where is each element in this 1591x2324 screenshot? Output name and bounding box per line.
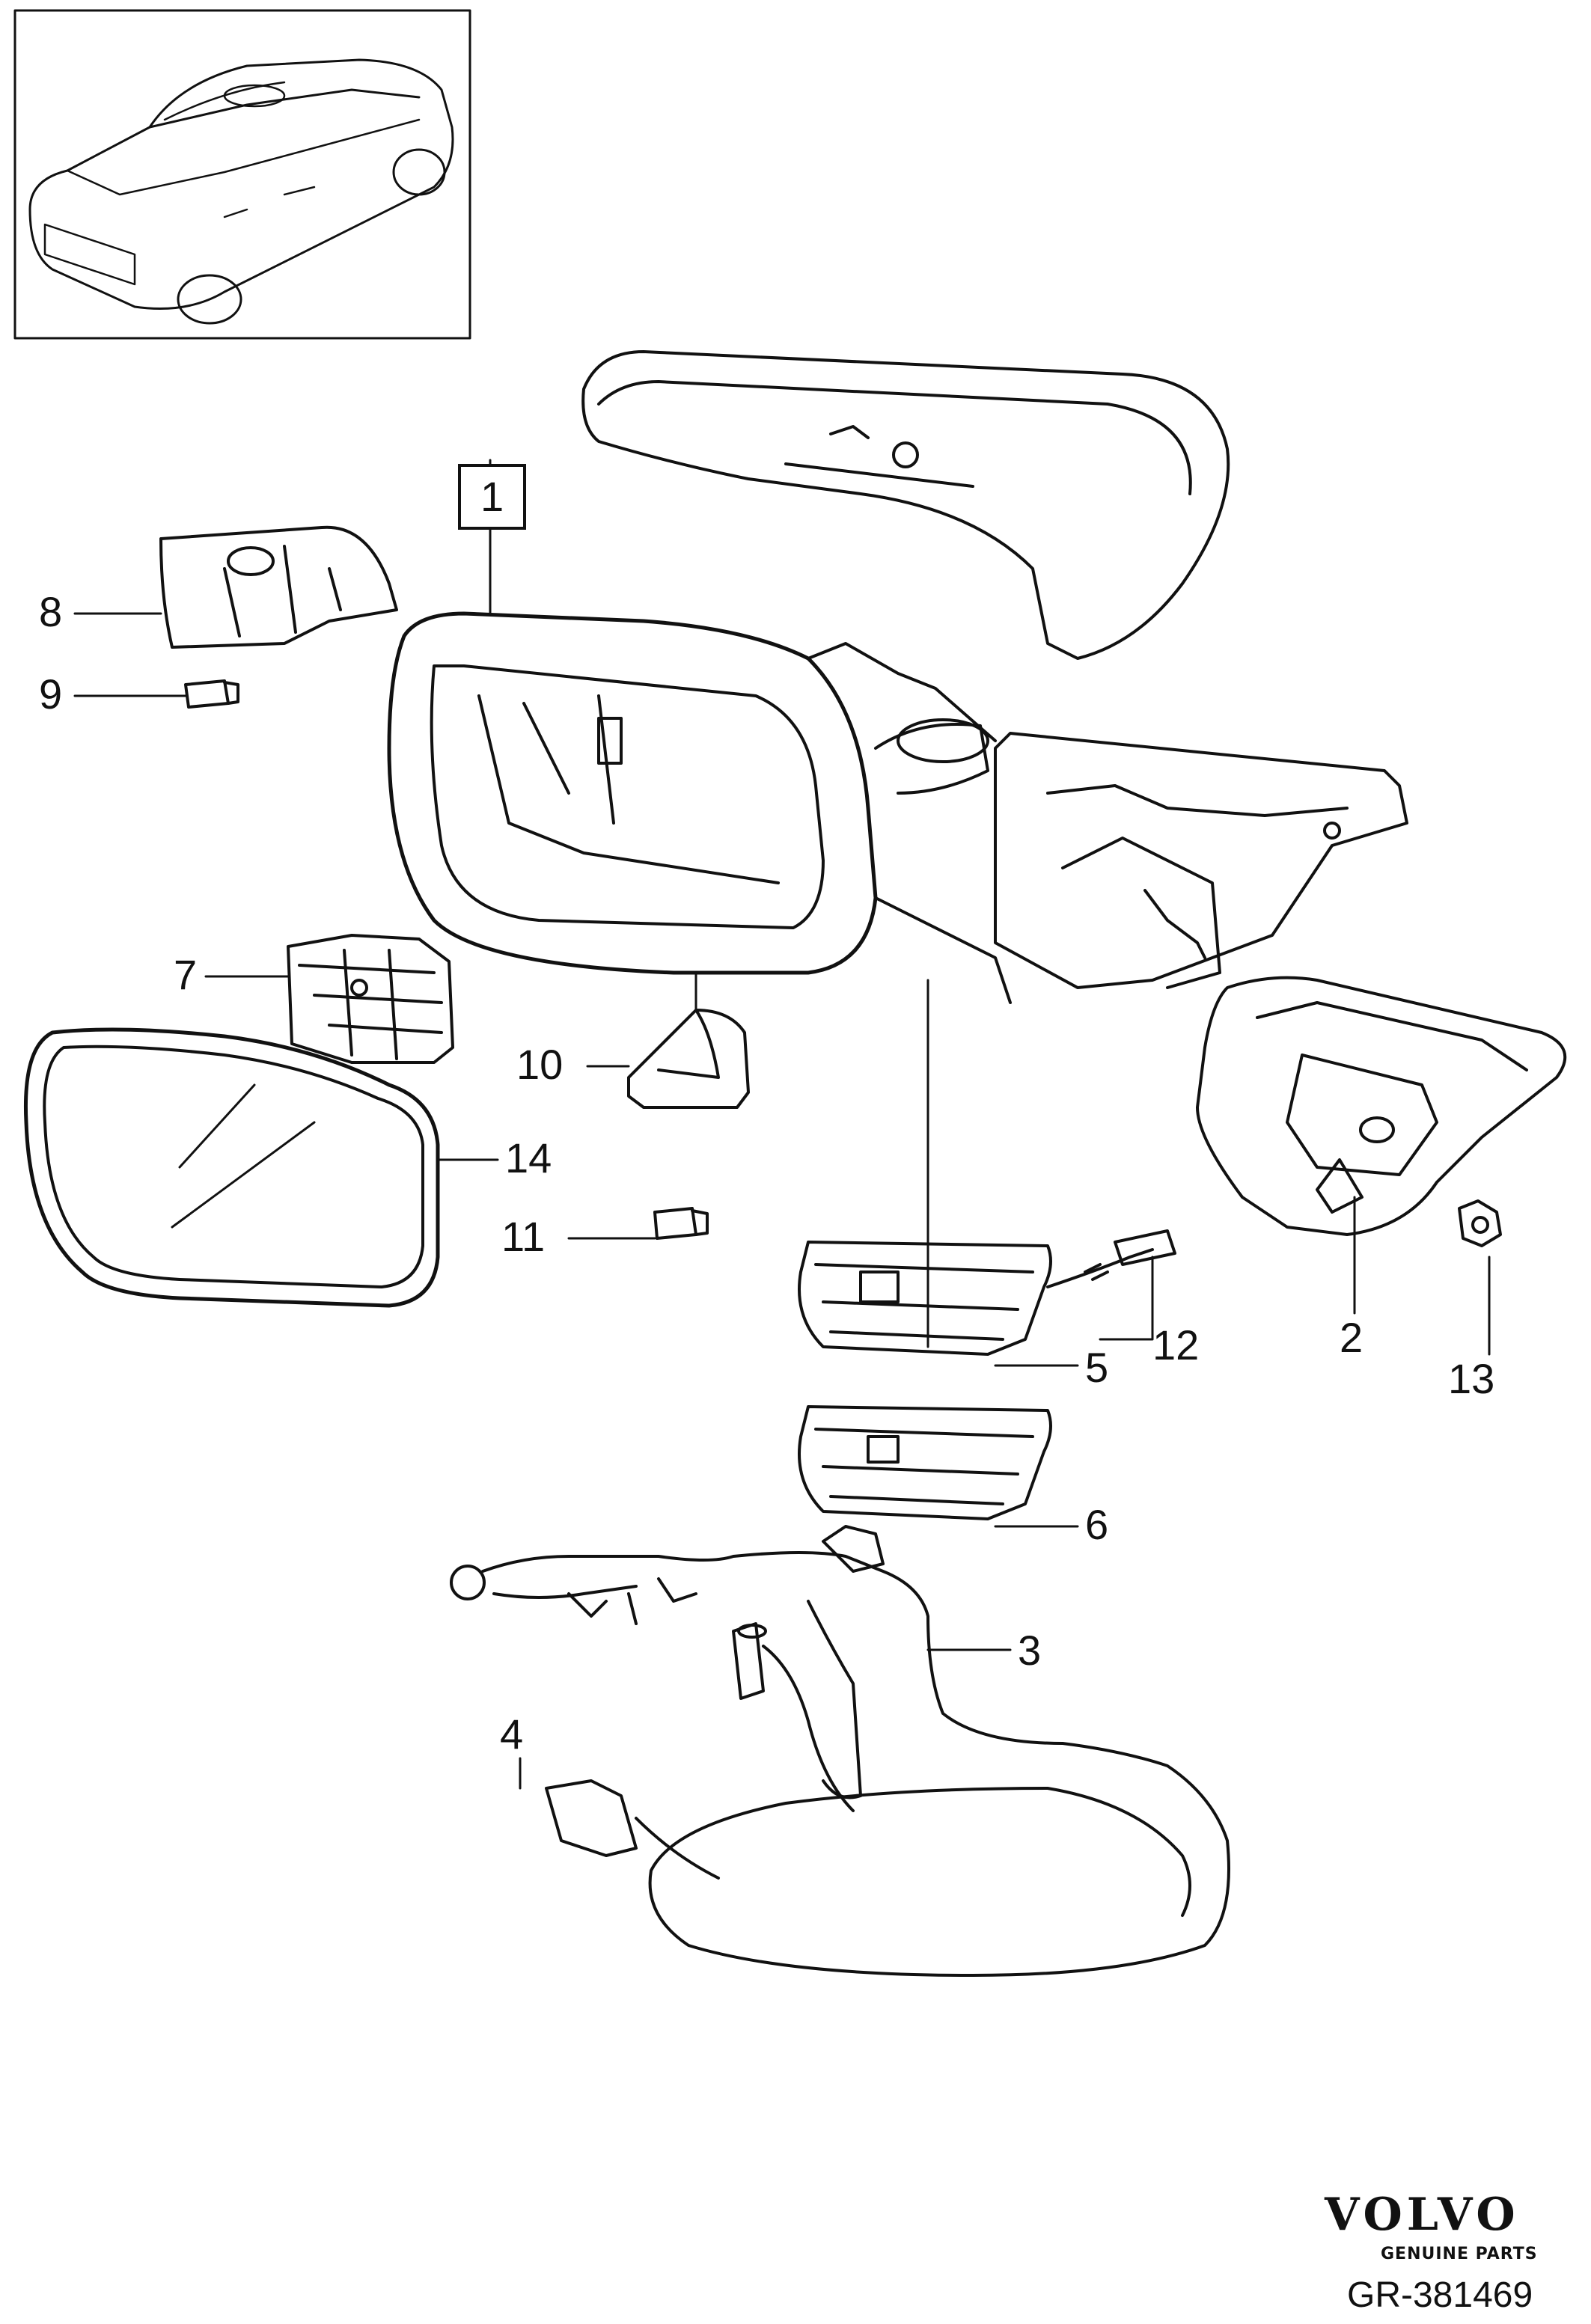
- vehicle-locator-inset: [13, 9, 471, 340]
- adjustment-motor: [287, 934, 454, 1064]
- drawing-number: GR-381469: [1347, 2275, 1533, 2315]
- inner-cover: [1196, 976, 1567, 1236]
- callout-11: 11: [501, 1213, 546, 1260]
- callout-2: 2: [1340, 1314, 1364, 1361]
- bulb-large: [653, 1207, 709, 1240]
- callout-3: 3: [1018, 1627, 1042, 1674]
- control-module: [798, 1229, 1176, 1356]
- mirror-glass: [23, 1027, 440, 1308]
- leader-lines: [73, 459, 1491, 1790]
- mirror-base-bracket: [994, 732, 1408, 989]
- callout-9: 9: [39, 670, 63, 718]
- bulb-small: [184, 679, 239, 709]
- callout-10: 10: [516, 1041, 564, 1088]
- callout-7: 7: [174, 951, 198, 998]
- callout-4: 4: [500, 1710, 524, 1758]
- module-carrier: [798, 1405, 1052, 1520]
- callout-14: 14: [505, 1134, 552, 1181]
- callout-1: 1: [458, 464, 527, 530]
- callout-5: 5: [1085, 1344, 1109, 1391]
- brand-tagline: GENUINE PARTS: [1381, 2245, 1538, 2263]
- nut: [1458, 1199, 1502, 1247]
- wiring-harness: [450, 1525, 1230, 1977]
- side-lamp: [627, 1009, 750, 1109]
- puddle-lamp-housing: [159, 525, 398, 649]
- callout-6: 6: [1085, 1501, 1109, 1548]
- mirror-cover: [581, 350, 1230, 660]
- callout-13: 13: [1448, 1355, 1495, 1402]
- mirror-housing: [387, 611, 1012, 1004]
- volvo-logo: VOLVO: [1324, 2189, 1520, 2241]
- callout-12: 12: [1152, 1321, 1200, 1369]
- callout-8: 8: [39, 588, 63, 635]
